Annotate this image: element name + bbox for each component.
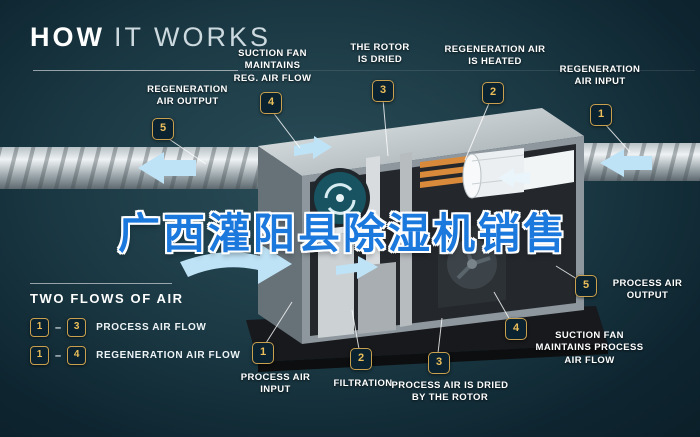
callout-badge-5-process-air-output: 5: [575, 275, 597, 297]
legend-overline: [30, 283, 172, 284]
title-word-how: HOW: [30, 22, 105, 52]
title-underline: [33, 70, 238, 71]
component-box: [358, 262, 396, 334]
legend-item-process-air-flow: 1 – 3 PROCESS AIR FLOW: [30, 318, 206, 337]
right-spiral-duct: [570, 143, 700, 181]
callout-badge-1-process-air-input: 1: [252, 342, 274, 364]
callout-label-regeneration-air-input: REGENERATION AIR INPUT: [559, 64, 641, 88]
callout-label-suction-fan-reg: SUCTION FAN MAINTAINS REG. AIR FLOW: [233, 48, 312, 84]
page-title: HOW IT WORKS: [30, 22, 271, 53]
callout-label-process-air-dried: PROCESS AIR IS DRIED BY THE ROTOR: [391, 380, 509, 404]
reg-flow-arrow-icon: [294, 136, 332, 159]
callout-badge-1-regeneration-air-input: 1: [590, 104, 612, 126]
callout-label-process-air-input: PROCESS AIR INPUT: [240, 372, 311, 396]
rotor-arrow-icon: [498, 168, 530, 188]
callout-badge-5-regeneration-air-output: 5: [152, 118, 174, 140]
callout-badge-3-rotor-dried: 3: [372, 80, 394, 102]
cabinet-top-face: [258, 108, 584, 176]
callout-badge-3-process-air-dried: 3: [428, 352, 450, 374]
title-word-it-works: IT WORKS: [113, 22, 271, 52]
left-spiral-duct: [0, 147, 272, 189]
legend-label: REGENERATION AIR FLOW: [96, 350, 241, 361]
legend-badge-start: 1: [30, 318, 49, 337]
heater-bars-icon: [420, 156, 468, 188]
callout-label-process-air-output: PROCESS AIR OUTPUT: [612, 278, 683, 302]
legend-badge-end: 4: [67, 346, 87, 365]
rotor-drum: [462, 148, 525, 199]
chinese-watermark-text: 广西灌阳县除湿机销售: [118, 210, 569, 257]
airflow-arrows: [138, 136, 652, 284]
filter-panel-top: [314, 226, 354, 236]
leader-lines: [165, 98, 631, 354]
title-underline-faint: [238, 70, 695, 71]
legend-item-regeneration-air-flow: 1 – 4 REGENERATION AIR FLOW: [30, 346, 240, 365]
callout-label-rotor-dried: THE ROTOR IS DRIED: [350, 42, 410, 66]
process-fan-icon: [438, 222, 506, 308]
callout-badge-4-suction-fan-process: 4: [505, 318, 527, 340]
inner-duct: [524, 150, 574, 190]
process-input-arrow-icon: [180, 244, 292, 284]
callout-badge-2-filtration: 2: [350, 348, 372, 370]
legend-label: PROCESS AIR FLOW: [96, 322, 207, 333]
machine-cabinet: [258, 108, 584, 344]
legend-badge-start: 1: [30, 346, 49, 365]
legend-dash: –: [55, 321, 62, 334]
divider-panel: [400, 152, 412, 327]
callout-badge-4-suction-fan-reg: 4: [260, 92, 282, 114]
callout-label-filtration: FILTRATION: [333, 378, 393, 389]
legend-heading: TWO FLOWS OF AIR: [30, 291, 184, 306]
callout-label-air-heated: REGENERATION AIR IS HEATED: [444, 44, 546, 68]
regeneration-input-arrow-icon: [600, 149, 652, 177]
callout-badge-2-air-heated: 2: [482, 82, 504, 104]
regeneration-fan-icon: [310, 168, 370, 228]
cabinet-left-face: [258, 146, 302, 344]
legend-dash: –: [55, 349, 62, 362]
callout-label-suction-fan-process: SUCTION FAN MAINTAINS PROCESS AIR FLOW: [535, 330, 644, 366]
regeneration-output-arrow-icon: [138, 152, 196, 184]
filter-panel: [318, 232, 354, 338]
legend-badge-end: 3: [67, 318, 87, 337]
callout-label-regeneration-air-output: REGENERATION AIR OUTPUT: [147, 84, 228, 108]
process-flow-arrow-icon: [336, 256, 378, 279]
